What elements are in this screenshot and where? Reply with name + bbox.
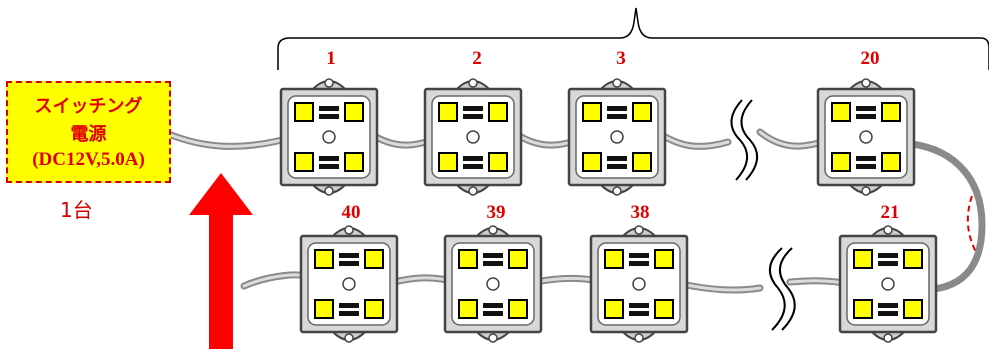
module-number-21: 21 [880,202,900,223]
break-marker [966,195,977,253]
led-module-39 [443,224,543,344]
led-module-1 [279,77,379,197]
power-supply-quantity: 1台 [60,198,93,222]
power-supply-label-line1: スイッチング [34,96,143,117]
group-bracket [277,7,989,70]
module-number-3: 3 [616,48,626,69]
power-direction-arrow [189,173,253,349]
module-number-40: 40 [341,202,361,223]
module-number-38: 38 [630,202,650,223]
led-module-2 [423,77,523,197]
break-symbol-bottom [769,247,796,331]
power-supply-label-line2: 電源 [70,124,107,145]
power-supply-box: スイッチング 電源 (DC12V,5.0A) [6,81,171,183]
module-number-2: 2 [472,48,482,69]
led-module-40 [299,224,399,344]
module-number-20: 20 [860,48,880,69]
led-module-21 [838,224,938,344]
break-symbol-top [730,99,758,181]
module-number-39: 39 [486,202,506,223]
led-module-38 [589,224,689,344]
led-module-20 [816,77,916,197]
module-number-1: 1 [326,48,336,69]
led-module-3 [567,77,667,197]
power-supply-spec: (DC12V,5.0A) [32,149,145,170]
